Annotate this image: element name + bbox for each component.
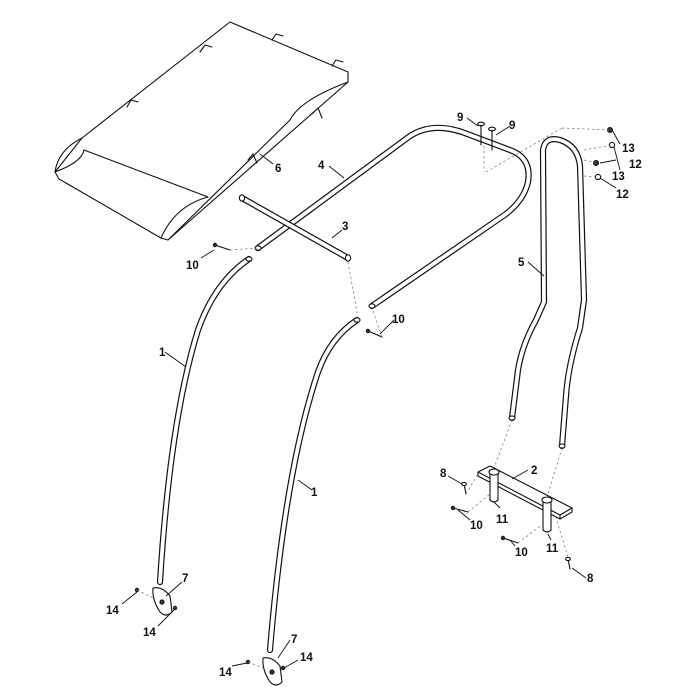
callout-9-left: 9 [457, 112, 463, 124]
callout-14-b: 14 [143, 627, 156, 639]
part-foot-bracket-left[interactable] [152, 587, 173, 616]
part-screw-10-mid[interactable] [365, 328, 383, 338]
callout-8-top: 8 [440, 468, 447, 480]
part-screw-10-base-a[interactable] [450, 505, 469, 513]
part-canopy-sheet[interactable] [54, 21, 349, 241]
callout-12-top: 12 [629, 159, 642, 171]
callout-4: 4 [318, 160, 325, 172]
callout-3: 3 [342, 221, 348, 233]
part-pin-14[interactable] [134, 587, 286, 671]
part-rear-frame[interactable] [508, 136, 588, 450]
callout-1-right: 1 [311, 487, 318, 499]
leader-lines [121, 117, 621, 669]
part-bolt-9-b[interactable] [488, 126, 496, 151]
part-screw-10-base-b[interactable] [500, 535, 519, 544]
callout-11-right: 11 [546, 543, 559, 555]
assembly-guides [136, 127, 613, 669]
part-screw-10-left[interactable] [212, 242, 231, 251]
callout-8-bottom: 8 [587, 573, 594, 585]
part-curved-post-right[interactable] [266, 316, 361, 654]
part-bolt-9-a[interactable] [477, 121, 485, 146]
callout-10-mid: 10 [392, 314, 405, 326]
callout-10-base-b: 10 [515, 547, 528, 559]
part-base-plate[interactable] [477, 465, 573, 533]
callout-labels: 1 1 2 3 4 5 6 7 7 8 8 9 9 10 10 10 10 11… [106, 112, 642, 679]
part-bolt-8-b[interactable] [565, 556, 571, 570]
callout-11-left: 11 [496, 514, 509, 526]
part-bolt-8-a[interactable] [461, 481, 467, 495]
callout-1-left: 1 [159, 347, 166, 359]
callout-5: 5 [518, 257, 525, 269]
callout-9-right: 9 [509, 120, 515, 132]
callout-10-base-a: 10 [470, 520, 483, 532]
part-upper-frame[interactable] [254, 124, 532, 310]
callout-14-c: 14 [219, 667, 232, 679]
callout-7-right: 7 [291, 634, 297, 646]
callout-13-bottom: 13 [612, 171, 625, 183]
part-curved-post-left[interactable] [156, 255, 253, 586]
callout-10-left: 10 [186, 260, 199, 272]
callout-7-left: 7 [182, 573, 188, 585]
callout-13-top: 13 [622, 143, 635, 155]
callout-6: 6 [275, 163, 281, 175]
callout-2: 2 [531, 465, 537, 477]
callout-14-d: 14 [300, 652, 313, 664]
part-foot-bracket-right[interactable] [262, 657, 283, 686]
callout-12-bottom: 12 [616, 189, 629, 201]
part-cross-bar[interactable] [238, 194, 352, 262]
callout-14-a: 14 [106, 605, 119, 617]
